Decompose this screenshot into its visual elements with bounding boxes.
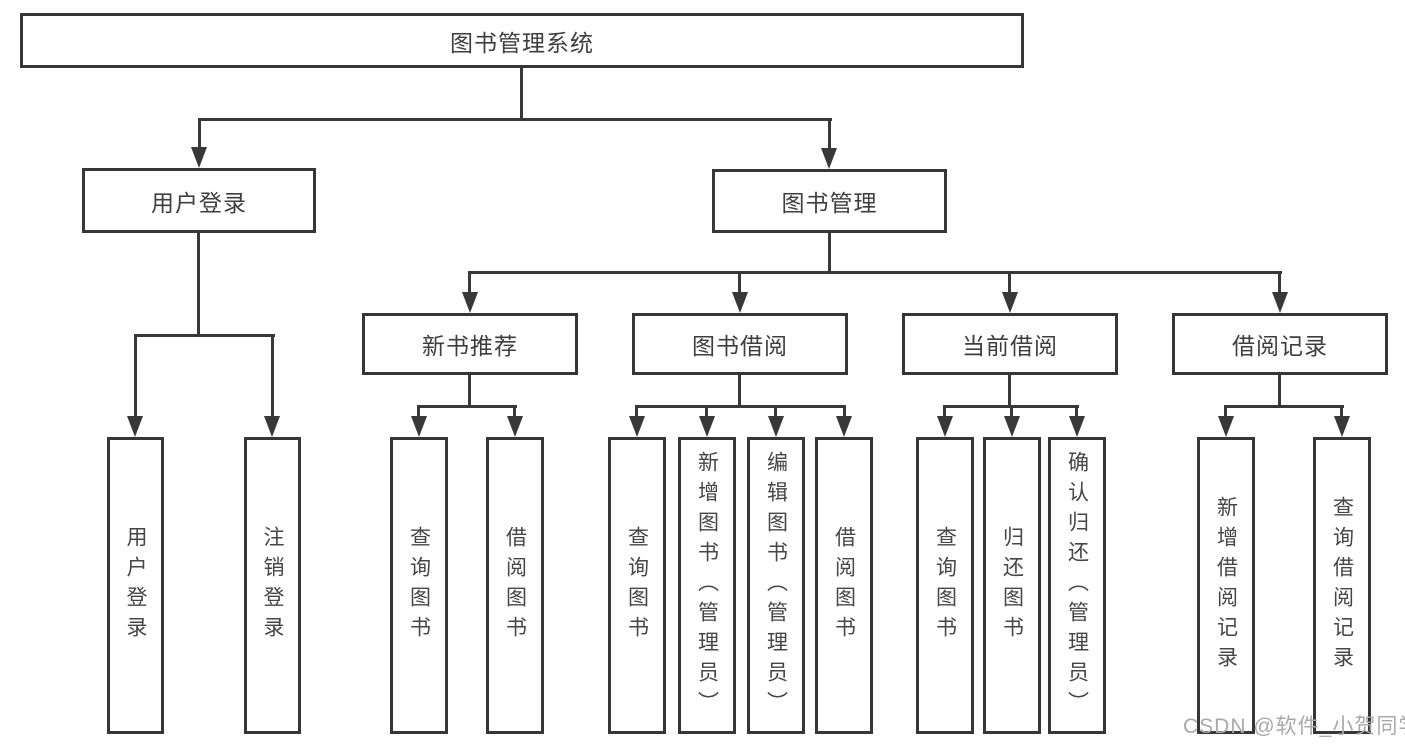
node-new-book-recommend: 新书推荐	[362, 313, 578, 375]
connector-new-book-stem	[468, 375, 471, 408]
arrowhead-return-books	[1004, 416, 1020, 437]
node-borrow-records-label: 借阅记录	[1232, 333, 1328, 359]
arrowhead-confirm-return	[1069, 416, 1085, 437]
node-book-borrow-label: 图书借阅	[692, 333, 788, 359]
node-current-borrow: 当前借阅	[902, 313, 1118, 375]
arrowhead-add-book-admin	[699, 416, 715, 437]
leaf-logout: 注销登录	[244, 437, 301, 734]
connector-new-book-rail	[417, 405, 517, 408]
connector-drop-edit-book-admin	[774, 405, 777, 419]
arrowhead-add-borrow-record	[1218, 416, 1234, 437]
connector-drop-query-books-borrow	[635, 405, 638, 419]
arrowhead-query-books-current	[937, 416, 953, 437]
node-book-borrow: 图书借阅	[632, 313, 848, 375]
leaf-query-borrow-record-label: 查询借阅记录	[1330, 495, 1354, 676]
node-new-book-recommend-label: 新书推荐	[422, 333, 518, 359]
connector-user-login-rail	[134, 334, 275, 337]
node-root-label: 图书管理系统	[450, 29, 594, 56]
watermark: CSDN @软件_小贺同学	[1183, 715, 1405, 738]
connector-current-borrow-stem	[1008, 375, 1011, 408]
leaf-query-books-borrow-label: 查询图书	[625, 525, 649, 646]
arrowhead-book-management	[821, 148, 837, 169]
leaf-query-books-borrow: 查询图书	[608, 437, 666, 734]
leaf-edit-book-admin: 编辑图书（管理员）	[747, 437, 805, 734]
connector-drop-borrow-records	[1278, 271, 1281, 295]
leaf-add-book-admin: 新增图书（管理员）	[678, 437, 736, 734]
connector-drop-add-book-admin	[705, 405, 708, 419]
arrowhead-borrow-books-recommend	[507, 416, 523, 437]
leaf-return-books-label: 归还图书	[1000, 525, 1024, 646]
leaf-query-books-recommend: 查询图书	[390, 437, 448, 734]
node-book-management-label: 图书管理	[781, 190, 878, 216]
connector-drop-book-management	[828, 118, 831, 152]
leaf-user-login-label: 用户登录	[124, 525, 147, 646]
connector-book-management-stem	[828, 233, 831, 274]
arrowhead-query-books-borrow	[629, 416, 645, 437]
connector-borrow-records-rail	[1224, 405, 1344, 408]
leaf-query-books-current-label: 查询图书	[933, 525, 957, 646]
leaf-add-borrow-record-label: 新增借阅记录	[1214, 495, 1238, 676]
leaf-query-books-current: 查询图书	[916, 437, 974, 734]
connector-root-rail	[198, 118, 832, 121]
connector-drop-new-book-recommend	[468, 271, 471, 295]
connector-drop-user-login	[198, 118, 201, 152]
connector-drop-current-borrow	[1008, 271, 1011, 295]
connector-drop-query-borrow-record	[1340, 405, 1343, 419]
leaf-confirm-return-admin: 确认归还（管理员）	[1048, 437, 1106, 734]
arrowhead-current-borrow	[1002, 292, 1018, 313]
node-root: 图书管理系统	[20, 13, 1024, 68]
leaf-query-books-recommend-label: 查询图书	[407, 525, 431, 646]
connector-drop-return-books	[1010, 405, 1013, 419]
connector-drop-query-books-recommend	[417, 405, 420, 419]
leaf-return-books: 归还图书	[983, 437, 1041, 734]
connector-user-login-stem	[197, 233, 200, 337]
node-current-borrow-label: 当前借阅	[962, 333, 1058, 359]
connector-drop-leaf-user-login	[134, 334, 137, 419]
leaf-edit-book-admin-label: 编辑图书（管理员）	[764, 450, 788, 721]
connector-root-stem	[520, 68, 523, 121]
leaf-logout-label: 注销登录	[261, 525, 284, 646]
connector-drop-confirm-return	[1075, 405, 1078, 419]
arrowhead-borrow-records	[1272, 292, 1288, 313]
connector-borrow-records-stem	[1278, 375, 1281, 408]
connector-drop-add-borrow-record	[1224, 405, 1227, 419]
leaf-confirm-return-admin-label: 确认归还（管理员）	[1065, 450, 1089, 721]
arrowhead-new-book-recommend	[462, 292, 478, 313]
arrowhead-leaf-user-login	[127, 416, 143, 437]
connector-drop-leaf-logout	[271, 334, 274, 419]
leaf-borrow-books: 借阅图书	[815, 437, 873, 734]
connector-book-borrow-rail	[635, 405, 846, 408]
arrowhead-book-borrow	[732, 292, 748, 313]
node-borrow-records: 借阅记录	[1172, 313, 1388, 375]
leaf-borrow-books-recommend: 借阅图书	[486, 437, 544, 734]
node-user-login: 用户登录	[82, 168, 316, 233]
leaf-add-book-admin-label: 新增图书（管理员）	[695, 450, 719, 721]
arrowhead-query-borrow-record	[1334, 416, 1350, 437]
connector-drop-book-borrow	[738, 271, 741, 295]
leaf-borrow-books-label: 借阅图书	[832, 525, 856, 646]
node-book-management: 图书管理	[712, 169, 947, 233]
leaf-user-login: 用户登录	[107, 437, 164, 734]
connector-drop-borrow-books	[843, 405, 846, 419]
connector-book-borrow-stem	[738, 375, 741, 408]
arrowhead-edit-book-admin	[768, 416, 784, 437]
connector-book-management-rail	[468, 271, 1282, 274]
leaf-add-borrow-record: 新增借阅记录	[1197, 437, 1255, 734]
node-user-login-label: 用户登录	[151, 189, 247, 216]
arrowhead-leaf-logout	[264, 416, 280, 437]
connector-drop-query-books-current	[943, 405, 946, 419]
leaf-borrow-books-recommend-label: 借阅图书	[503, 525, 527, 646]
arrowhead-borrow-books	[836, 416, 852, 437]
arrowhead-query-books-recommend	[411, 416, 427, 437]
arrowhead-user-login	[191, 147, 207, 168]
leaf-query-borrow-record: 查询借阅记录	[1313, 437, 1371, 734]
connector-drop-borrow-books-recommend	[513, 405, 516, 419]
